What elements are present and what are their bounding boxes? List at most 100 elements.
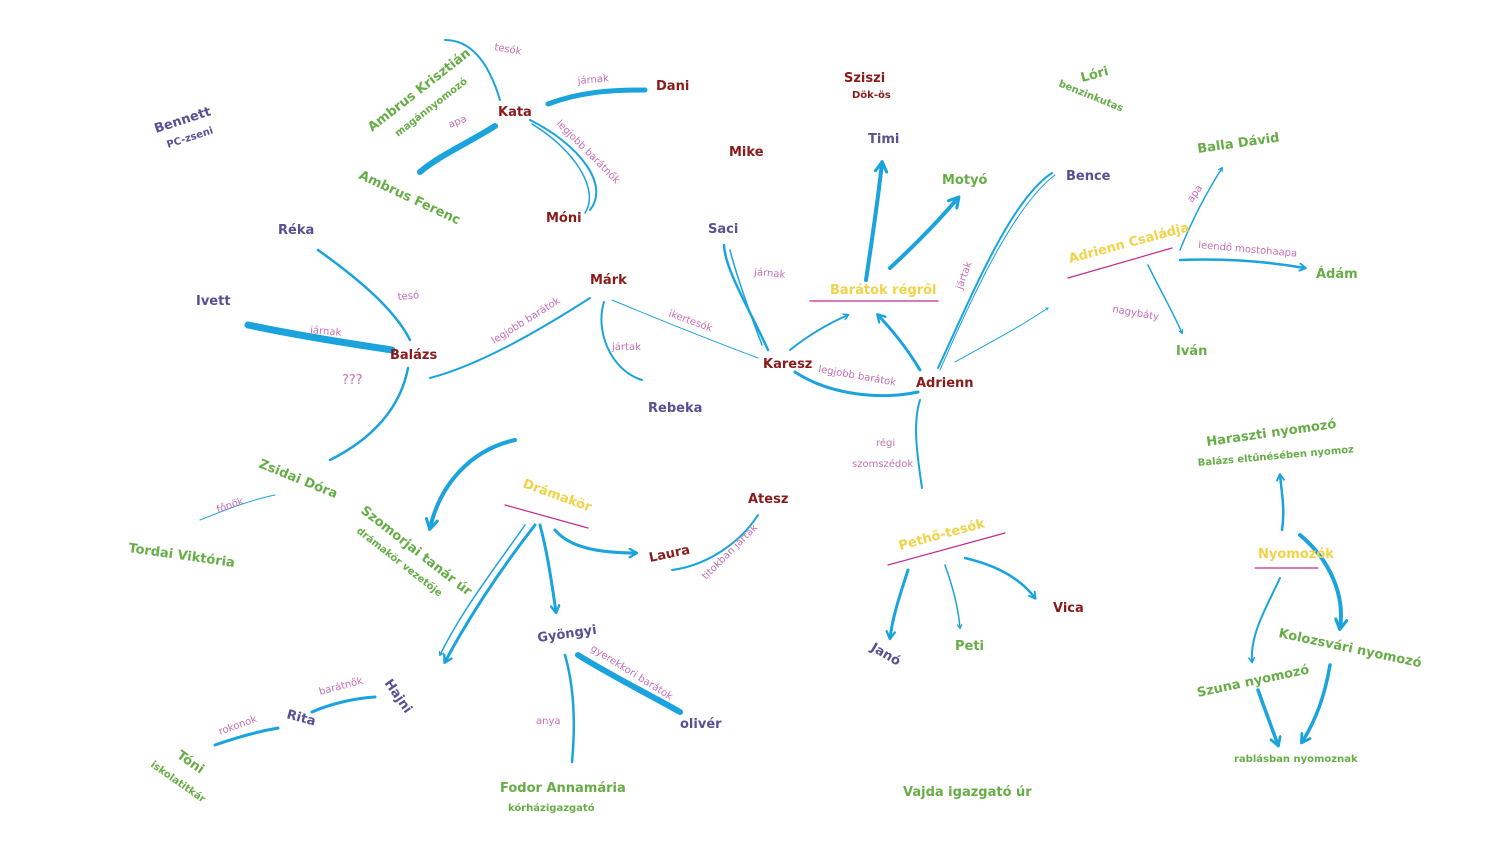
node-motyo: Motyó	[942, 173, 988, 188]
node-vajda: Vajda igazgató úr	[903, 785, 1032, 800]
arrow-petho-jano	[890, 568, 910, 638]
edge-adrienn-csaladja	[954, 308, 1048, 363]
edge-zsidai-tordai	[199, 494, 276, 521]
edge-laura-atesz	[671, 514, 759, 571]
node-mike: Mike	[729, 145, 764, 160]
arrow-nyomozok-kolozsvari	[1298, 533, 1341, 628]
edge-karesz-saci-2	[729, 249, 763, 346]
label-legjobb-baratok-karesz: legjobb barátok	[817, 363, 897, 389]
node-lori: Lóri	[1079, 64, 1110, 86]
node-karesz: Karesz	[763, 357, 812, 372]
arrow-baratok-motyo	[888, 198, 958, 270]
node-ambrus-ferenc: Ambrus Ferenc	[356, 168, 462, 228]
node-tordai-viktoria: Tordai Viktória	[127, 541, 235, 571]
underline-petho-tesok	[887, 532, 1006, 566]
label-kerdojel: ???	[342, 373, 363, 388]
node-petho-tesok: Pethő-tesók	[897, 516, 987, 553]
edge-balazs-ivett	[244, 321, 396, 354]
arrow-szuna-rablasban	[1256, 688, 1278, 745]
label-nagybaty: nagybáty	[1111, 303, 1159, 323]
node-adrienn: Adrienn	[916, 376, 974, 391]
edge-kata-dani	[545, 87, 648, 107]
edge-kata-moni	[529, 119, 598, 211]
edge-karesz-saci	[722, 243, 770, 352]
node-toni: Tóni	[174, 748, 207, 777]
label-jarnak-kata-dani: járnak	[576, 72, 609, 87]
arrow-karesz-baratok	[789, 315, 848, 351]
underline-dramakor	[504, 504, 589, 529]
edge-nyomozok-haraszti	[1280, 475, 1283, 532]
node-mark: Márk	[590, 273, 627, 288]
arrow-dramakor-hajni-rita	[445, 523, 537, 662]
node-atesz: Atesz	[748, 492, 788, 507]
node-baratok-regrol: Barátok régről	[830, 283, 937, 298]
edge-balazs-reka	[316, 248, 412, 342]
label-jarnak-saci: járnak	[753, 266, 786, 281]
label-jartak-bence: jártak	[953, 260, 975, 292]
arrow-csaladja-adam	[1178, 258, 1305, 268]
node-hajni: Hajni	[381, 677, 415, 717]
arrow-dramakor-szomorjai	[430, 438, 517, 528]
node-bence: Bence	[1066, 169, 1111, 184]
label-fonok: főnök	[215, 495, 246, 516]
edge-gyongyi-fodor	[563, 653, 575, 764]
edge-rita-hajni	[310, 695, 377, 714]
node-sziszi: Sziszi	[844, 71, 885, 86]
node-rebeka: Rebeka	[648, 401, 702, 416]
label-anya: anya	[536, 716, 561, 727]
edge-adrienn-bence-2	[939, 174, 1056, 371]
node-adam: Ádám	[1316, 266, 1358, 282]
label-jartak-rebeka: jártak	[611, 341, 641, 353]
node-szuna: Szuna nyomozó	[1196, 662, 1311, 700]
label-leendo-mostohaapa: leendő mostohaapa	[1198, 239, 1298, 260]
node-kata: Kata	[498, 105, 532, 120]
node-gyongyi: Gyöngyi	[536, 623, 597, 646]
arrow-nyomozok-szuna	[1252, 577, 1281, 662]
node-peti: Peti	[955, 639, 984, 654]
node-balla-david: Balla Dávid	[1196, 131, 1280, 157]
node-zsidai-dora: Zsidai Dóra	[257, 457, 340, 502]
edge-adrienn-petho	[915, 399, 923, 489]
label-tesok: tesók	[493, 41, 522, 58]
node-sziszi-sub: Dök-ös	[852, 90, 891, 101]
label-baratnok: barátnők	[318, 675, 365, 698]
node-szomorjai: Szomorjai tanár úr	[358, 503, 475, 599]
node-laura: Laura	[648, 543, 692, 566]
label-jarnak-ivett: járnak	[309, 324, 342, 339]
node-vica: Vica	[1053, 601, 1084, 616]
label-titokban-jartak: titokban jártak	[700, 522, 761, 583]
node-haraszti: Haraszti nyomozó	[1205, 417, 1337, 450]
node-reka: Réka	[278, 223, 314, 238]
arrow-petho-vica	[963, 556, 1035, 598]
edge-rita-toni	[213, 726, 280, 747]
arrow-kolozsvari-rablasban	[1302, 663, 1332, 742]
node-ivett: Ivett	[196, 294, 231, 309]
node-dramakor: Drámakör	[521, 477, 594, 516]
underline-adrienn-csaladja	[1067, 247, 1173, 279]
edge-adrienn-bence	[937, 172, 1053, 369]
node-timi: Timi	[868, 132, 899, 147]
edge-balazs-mark	[429, 297, 591, 379]
arrow-dramakor-gyongyi	[538, 523, 556, 612]
label-gyerekkori-baratok: gyerekkori barátok	[588, 642, 675, 702]
edge-karesz-adrienn	[793, 370, 920, 397]
edge-mark-rebeka	[600, 301, 643, 381]
node-rablasban: rablásban nyomoznak	[1234, 753, 1358, 765]
arrow-csaladja-ivan	[1147, 264, 1182, 333]
edge-kata-ambrus-ferenc	[417, 123, 498, 175]
node-jano: Janó	[867, 640, 903, 669]
edge-kata-ambrus-krisztian	[444, 39, 501, 101]
arrow-adrienn-baratok	[878, 315, 922, 372]
arrow-petho-peti	[944, 564, 960, 628]
edge-balazs-zsidai	[328, 366, 410, 462]
label-legjobb-baratnok: legjobb barátnők	[554, 118, 623, 187]
arrow-csaladja-balla	[1179, 168, 1222, 251]
node-fodor-sub: kórházigazgató	[508, 802, 595, 814]
label-szomszedok: szomszédok	[852, 458, 913, 470]
arrow-baratok-timi	[864, 163, 882, 282]
label-regi: régi	[876, 437, 895, 449]
node-balazs: Balázs	[390, 348, 437, 363]
node-fodor: Fodor Annamária	[500, 781, 626, 796]
node-saci: Saci	[708, 222, 738, 237]
